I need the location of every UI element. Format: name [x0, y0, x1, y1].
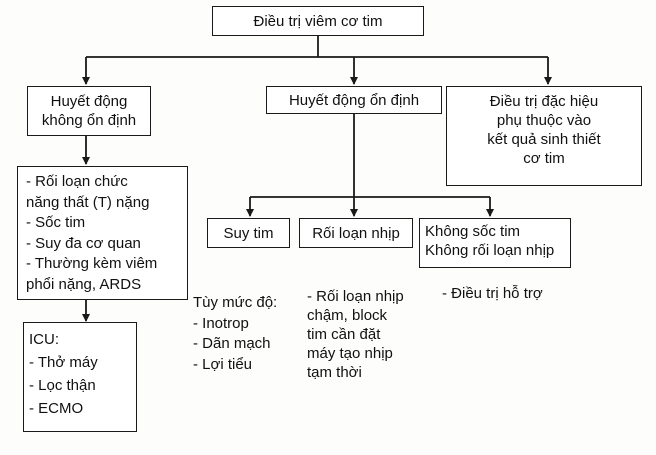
stable-node: Huyết động ổn định: [266, 86, 442, 114]
unstable-detail-5: - Thường kèm viêm: [26, 255, 158, 272]
specific-line-3: kết quả sinh thiết: [487, 131, 601, 148]
arrhythmia-label: Rối loạn nhịp: [312, 225, 400, 242]
arr-treatment-5: tạm thời: [307, 364, 362, 381]
unstable-detail-3: - Sốc tim: [26, 214, 86, 231]
hf-treatment-1: - Inotrop: [193, 314, 249, 332]
icu-title: ICU:: [29, 331, 59, 348]
icu-item-1: - Thở máy: [29, 354, 98, 371]
unstable-label-1: Huyết động: [50, 93, 128, 110]
unstable-detail-1: - Rối loạn chức: [26, 173, 128, 190]
no-shock-line-2: Không rối loạn nhịp: [425, 242, 555, 259]
root-label: Điều trị viêm cơ tim: [253, 13, 383, 30]
unstable-label-2: không ổn định: [41, 112, 137, 129]
specific-line-1: Điều trị đặc hiệu: [489, 93, 599, 110]
specific-line-4: cơ tim: [523, 150, 565, 167]
arr-treatment-1: - Rối loạn nhịp: [307, 288, 404, 305]
specific-line-2: phụ thuộc vào: [496, 112, 592, 129]
heart-failure-treatment: Tùy mức độ: - Inotrop - Dãn mạch - Lợi t…: [193, 293, 277, 375]
arr-treatment-4: máy tạo nhịp: [307, 345, 393, 362]
unstable-detail-6: phổi nặng, ARDS: [26, 275, 142, 293]
unstable-detail-2: năng thất (T) nặng: [26, 193, 150, 211]
icu-item-3: - ECMO: [29, 400, 84, 417]
heart-failure-node: Suy tim: [207, 218, 290, 248]
arrhythmia-treatment: - Rối loạn nhịp chậm, block tim cần đặt …: [307, 287, 404, 382]
no-shock-node: Không sốc tim Không rối loạn nhịp: [419, 218, 571, 268]
icu-item-2: - Lọc thận: [29, 377, 96, 394]
arr-treatment-3: tim cần đặt: [307, 326, 381, 343]
hf-treatment-3: - Lợi tiểu: [193, 355, 253, 373]
hf-treatment-title: Tùy mức độ:: [193, 294, 278, 311]
supportive-treatment: - Điều trị hỗ trợ: [442, 285, 543, 303]
supportive-label: - Điều trị hỗ trợ: [442, 285, 543, 302]
heart-failure-label: Suy tim: [223, 225, 274, 242]
icu-node: ICU: - Thở máy - Lọc thận - ECMO: [23, 322, 137, 432]
unstable-detail-4: - Suy đa cơ quan: [26, 234, 141, 252]
unstable-details-node: - Rối loạn chức năng thất (T) nặng - Sốc…: [17, 166, 188, 300]
arr-treatment-2: chậm, block: [307, 307, 388, 324]
stable-label: Huyết động ổn định: [288, 92, 420, 109]
hf-treatment-2: - Dãn mạch: [193, 335, 271, 352]
specific-treatment-node: Điều trị đặc hiệu phụ thuộc vào kết quả …: [446, 86, 642, 186]
root-node: Điều trị viêm cơ tim: [212, 6, 424, 36]
no-shock-line-1: Không sốc tim: [425, 223, 521, 240]
arrhythmia-node: Rối loạn nhịp: [299, 218, 413, 248]
unstable-node: Huyết động không ổn định: [27, 86, 151, 136]
